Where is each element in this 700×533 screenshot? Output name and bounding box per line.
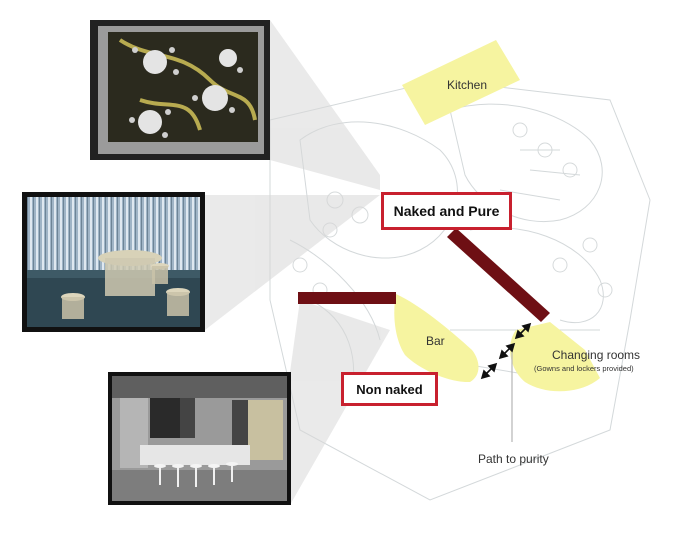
bar-label: Bar [426, 334, 445, 348]
plan-view-render [90, 20, 270, 160]
changing-rooms-zone [510, 322, 600, 392]
changing-rooms-note: (Gowns and lockers provided) [534, 364, 634, 373]
bar-zone [394, 294, 479, 383]
pool-seating-render [22, 192, 205, 332]
path-to-purity-label: Path to purity [478, 452, 549, 466]
naked-and-pure-text: Naked and Pure [393, 203, 500, 219]
bar-interior-render [108, 372, 291, 505]
direction-arrows [480, 322, 532, 380]
naked-and-pure-label: Naked and Pure [381, 192, 512, 230]
non-naked-text: Non naked [356, 381, 423, 397]
non-naked-wall [298, 292, 396, 304]
naked-zone-wall [447, 228, 550, 322]
non-naked-label: Non naked [341, 372, 438, 406]
kitchen-label: Kitchen [447, 78, 488, 92]
kitchen-zone [402, 40, 520, 125]
projection-shading [205, 20, 390, 505]
changing-rooms-label: Changing rooms [552, 348, 641, 362]
